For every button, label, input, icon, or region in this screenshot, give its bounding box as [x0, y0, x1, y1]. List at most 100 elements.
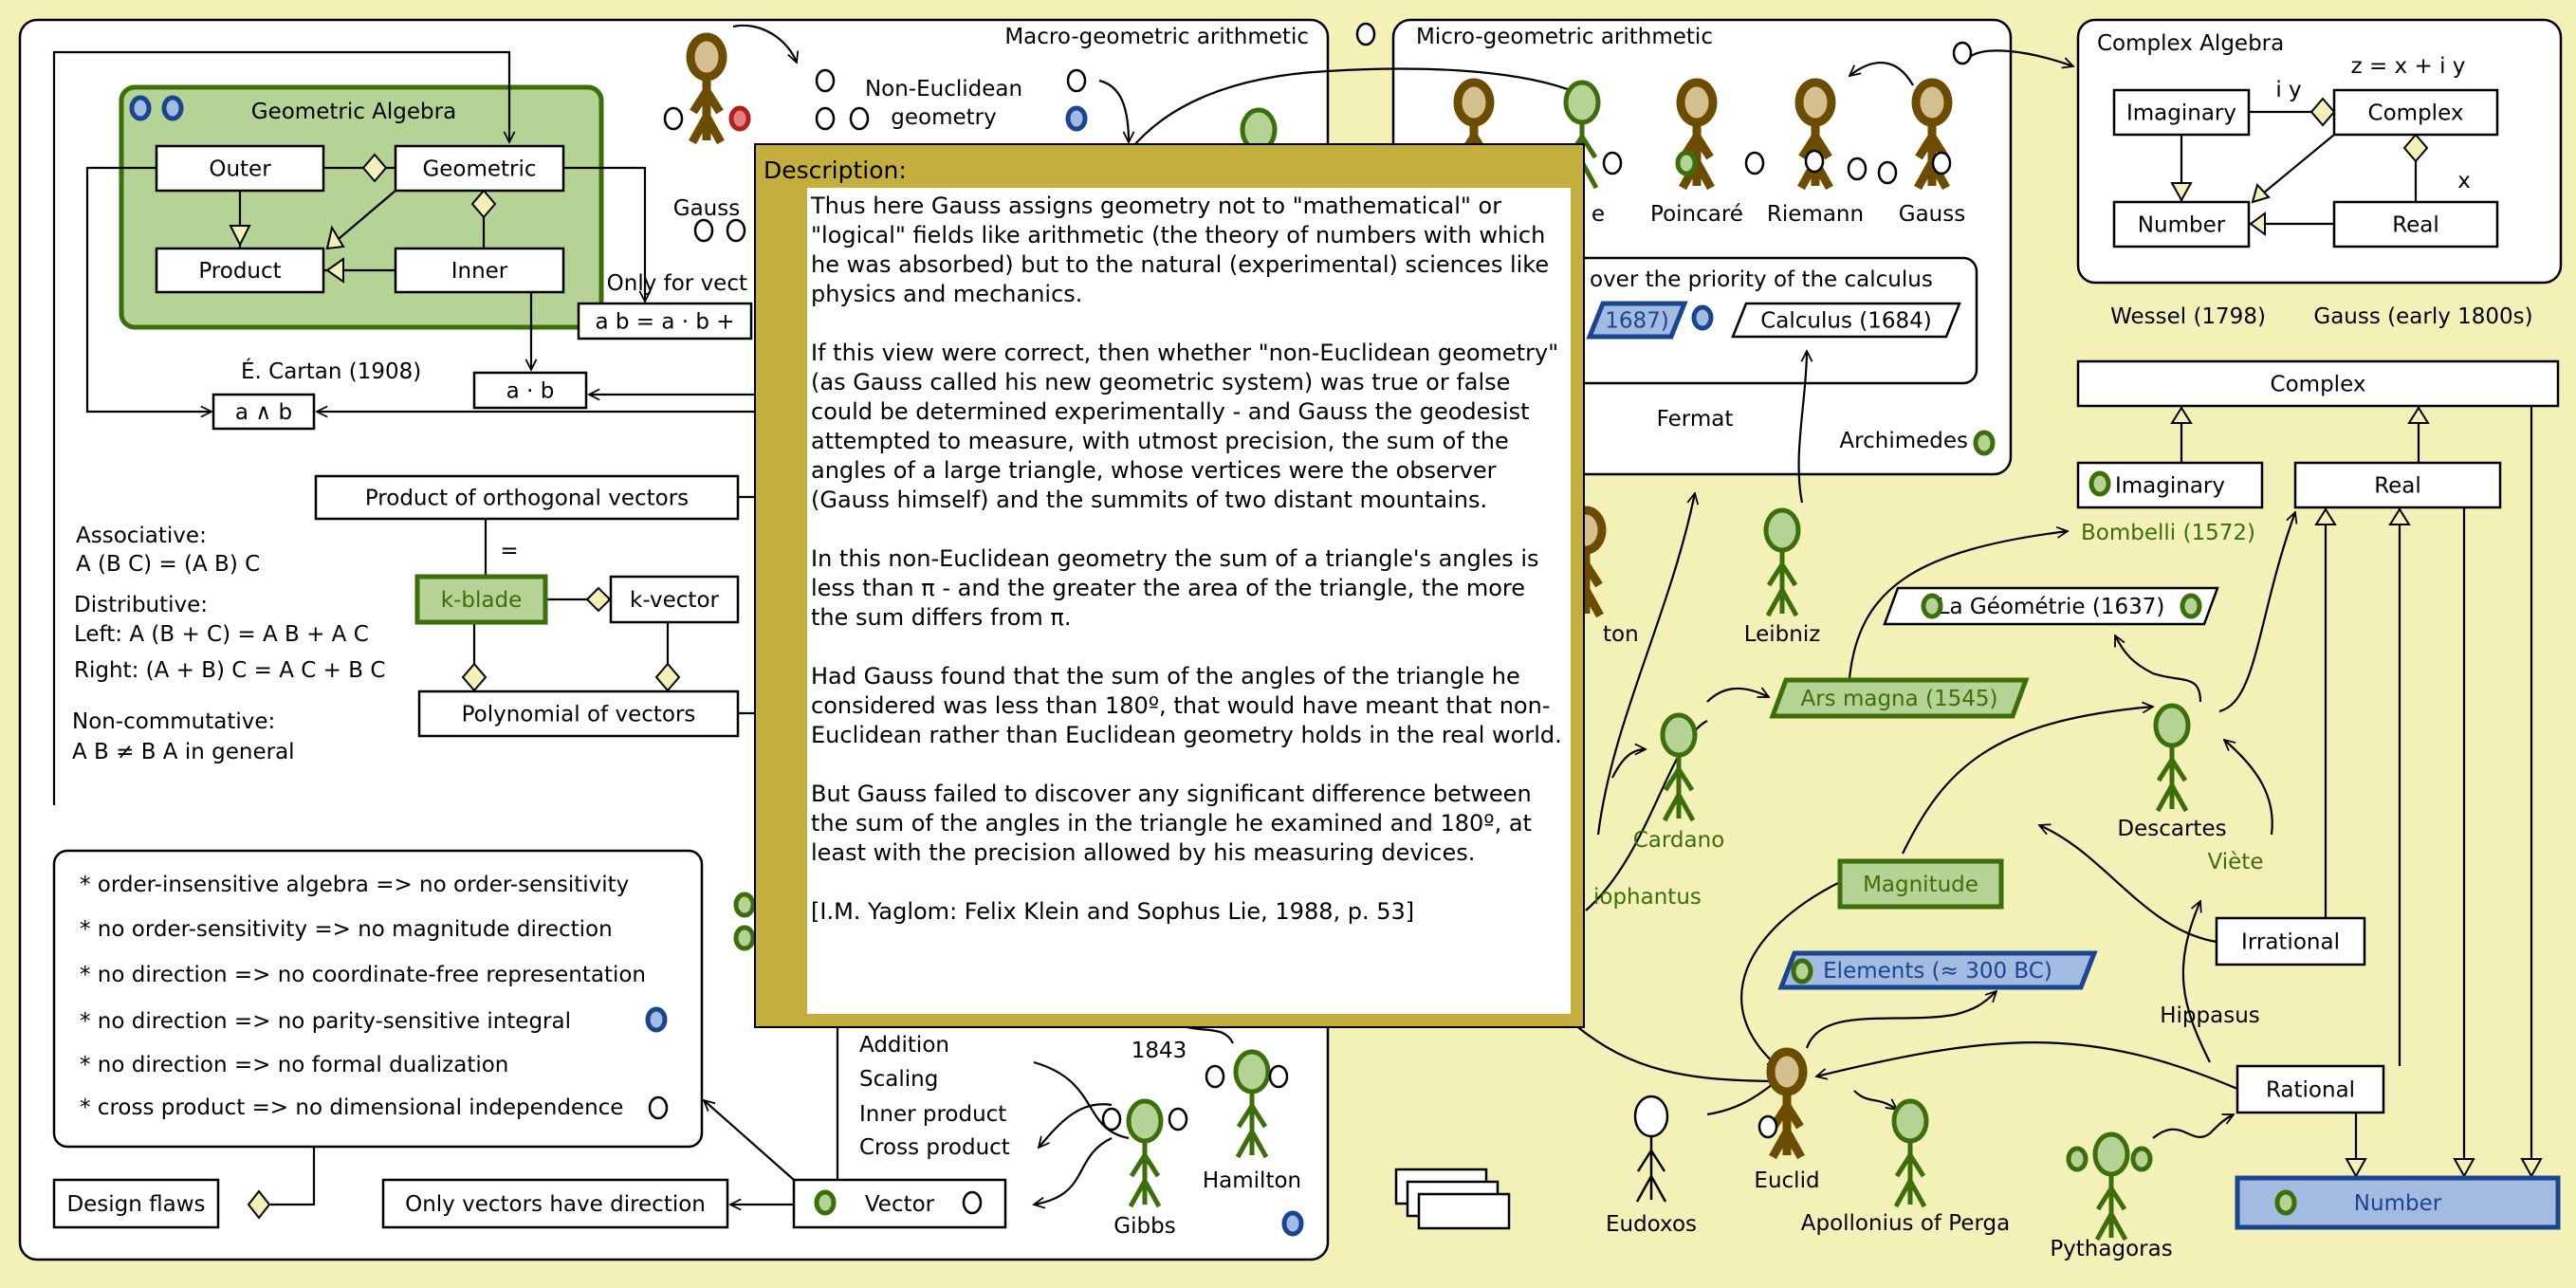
eudoxos-figure[interactable]: [1633, 1095, 1669, 1203]
status-circle-icon: [2130, 1146, 2153, 1172]
status-circle-icon: [1355, 22, 1376, 46]
status-circle-icon: [1168, 1107, 1188, 1132]
imaginary-box-label: Imaginary: [2115, 474, 2225, 499]
apollonius-figure[interactable]: [1891, 1098, 1929, 1208]
ars-magna-box[interactable]: Ars magna (1545): [1769, 677, 2030, 719]
status-circle-icon: [962, 1190, 983, 1215]
status-circle-icon: [1757, 1114, 1778, 1139]
hamilton-label: Hamilton: [1203, 1168, 1301, 1193]
outer-product-box-label: a ∧ b: [235, 400, 292, 425]
status-circle-icon: [1066, 68, 1087, 93]
priority-label: over the priority of the calculus: [1590, 267, 1933, 292]
calculus-box-label: Calculus (1684): [1760, 309, 1932, 334]
status-circle-icon: [693, 218, 714, 243]
eudoxos-label: Eudoxos: [1606, 1212, 1697, 1237]
z-equation-label: z = x + i y: [2351, 54, 2466, 79]
rule-text: A B ≠ B A in general: [72, 740, 295, 764]
ca-real-box[interactable]: Real: [2332, 200, 2499, 248]
k-vector-box[interactable]: k-vector: [609, 575, 740, 624]
orthogonal-product-box[interactable]: Product of orthogonal vectors: [314, 474, 740, 521]
rule-text: Right: (A + B) C = A C + B C: [74, 658, 385, 683]
gauss-micro-figure[interactable]: [1911, 78, 1953, 191]
wessel-label: Wessel (1798): [2110, 304, 2266, 329]
magnitude-box[interactable]: Magnitude: [1837, 858, 2004, 910]
ca-imaginary-box[interactable]: Imaginary: [2112, 88, 2251, 137]
real-box[interactable]: Real: [2293, 461, 2502, 509]
polynomial-box[interactable]: Polynomial of vectors: [417, 690, 740, 738]
uml-markers: [229, 97, 2543, 1220]
ca-complex-box[interactable]: Complex: [2332, 88, 2499, 137]
inner-box[interactable]: Inner: [394, 247, 565, 294]
rational-box-label: Rational: [2266, 1078, 2355, 1103]
ca-complex-box-label: Complex: [2368, 101, 2464, 126]
calculus-box[interactable]: Calculus (1684): [1731, 302, 1961, 339]
ca-number-box[interactable]: Number: [2112, 200, 2251, 248]
only-vectors-box[interactable]: Only vectors have direction: [381, 1178, 729, 1229]
lie-label: e: [1592, 202, 1605, 227]
description-body[interactable]: Thus here Gauss assigns geometry not to …: [807, 188, 1571, 1014]
bombelli-label: Bombelli (1572): [2081, 521, 2255, 545]
hamilton-figure[interactable]: [1233, 1049, 1271, 1159]
poincare-label: Poincaré: [1650, 202, 1743, 227]
outer-product-box[interactable]: a ∧ b: [212, 393, 316, 431]
geometric-product-box[interactable]: a b = a · b +: [577, 302, 753, 340]
status-circle-icon: [733, 925, 756, 951]
rational-box[interactable]: Rational: [2236, 1064, 2385, 1114]
leibniz-figure[interactable]: [1763, 507, 1801, 617]
la-geometrie-box[interactable]: La Géométrie (1637): [1883, 586, 2219, 626]
outer-box-label: Outer: [209, 157, 271, 182]
elements-box[interactable]: Elements (≈ 300 BC): [1777, 950, 2098, 990]
geometry-label: geometry: [891, 105, 996, 130]
newton-label: ton: [1603, 622, 1639, 647]
product-box[interactable]: Product: [155, 247, 325, 294]
status-circle-icon: [2180, 593, 2202, 619]
status-circle-icon: [1268, 1064, 1289, 1089]
k-blade-box-label: k-blade: [441, 588, 522, 613]
status-circle-icon: [645, 1006, 668, 1033]
pythagoras-figure[interactable]: [2092, 1132, 2130, 1242]
complex-box-label: Complex: [2271, 373, 2366, 397]
description-title: Description:: [764, 156, 907, 184]
gauss-figure[interactable]: [686, 32, 727, 145]
outer-box[interactable]: Outer: [155, 144, 325, 193]
description-popup: Description: Thus here Gauss assigns geo…: [754, 143, 1585, 1028]
status-circle-icon: [1791, 958, 1813, 984]
status-circle-icon: [663, 106, 684, 131]
rule-text: A (B C) = (A B) C: [76, 552, 260, 577]
status-circle-icon: [1877, 160, 1898, 185]
design-flaws-box[interactable]: Design flaws: [52, 1178, 220, 1229]
archimedes-label: Archimedes: [1839, 429, 1968, 453]
irrational-box[interactable]: Irrational: [2215, 916, 2366, 966]
elements-box-label: Elements (≈ 300 BC): [1823, 959, 2052, 984]
irrational-box-label: Irrational: [2241, 930, 2340, 955]
status-circle-icon: [1101, 1107, 1122, 1132]
cardano-figure[interactable]: [1660, 712, 1698, 822]
poincare-figure[interactable]: [1676, 78, 1718, 191]
rule-text: Left: A (B + C) = A B + A C: [74, 622, 369, 647]
gauss-label: Gauss: [673, 196, 740, 221]
cartan-label: É. Cartan (1908): [241, 358, 421, 384]
geometric-box-label: Geometric: [422, 157, 536, 182]
geometric-box[interactable]: Geometric: [394, 144, 565, 193]
polynomial-box-label: Polynomial of vectors: [462, 703, 696, 727]
k-blade-box[interactable]: k-blade: [414, 574, 548, 625]
status-circle-icon: [1602, 151, 1623, 175]
inner-product-box[interactable]: a · b: [472, 371, 588, 410]
euclid-figure[interactable]: [1766, 1047, 1808, 1160]
x-label: x: [2457, 169, 2471, 193]
hippasus-label: Hippasus: [2160, 1003, 2260, 1028]
document-stack-icon: [1394, 1168, 1511, 1230]
status-circle-icon: [2274, 1189, 2297, 1216]
gibbs-label: Gibbs: [1113, 1214, 1175, 1239]
principia-box[interactable]: 1687): [1586, 301, 1688, 340]
status-circle-icon: [161, 95, 184, 121]
status-circle-icon: [648, 1095, 669, 1120]
magnitude-box-label: Magnitude: [1863, 873, 1978, 897]
principia-box-label: 1687): [1605, 309, 1669, 334]
complex-box[interactable]: Complex: [2076, 359, 2560, 408]
operation-label: Inner product: [859, 1102, 1006, 1127]
orthogonal-product-box-label: Product of orthogonal vectors: [365, 487, 689, 511]
product-box-label: Product: [198, 259, 281, 284]
gibbs-figure[interactable]: [1126, 1098, 1164, 1208]
descartes-figure[interactable]: [2153, 703, 2191, 813]
